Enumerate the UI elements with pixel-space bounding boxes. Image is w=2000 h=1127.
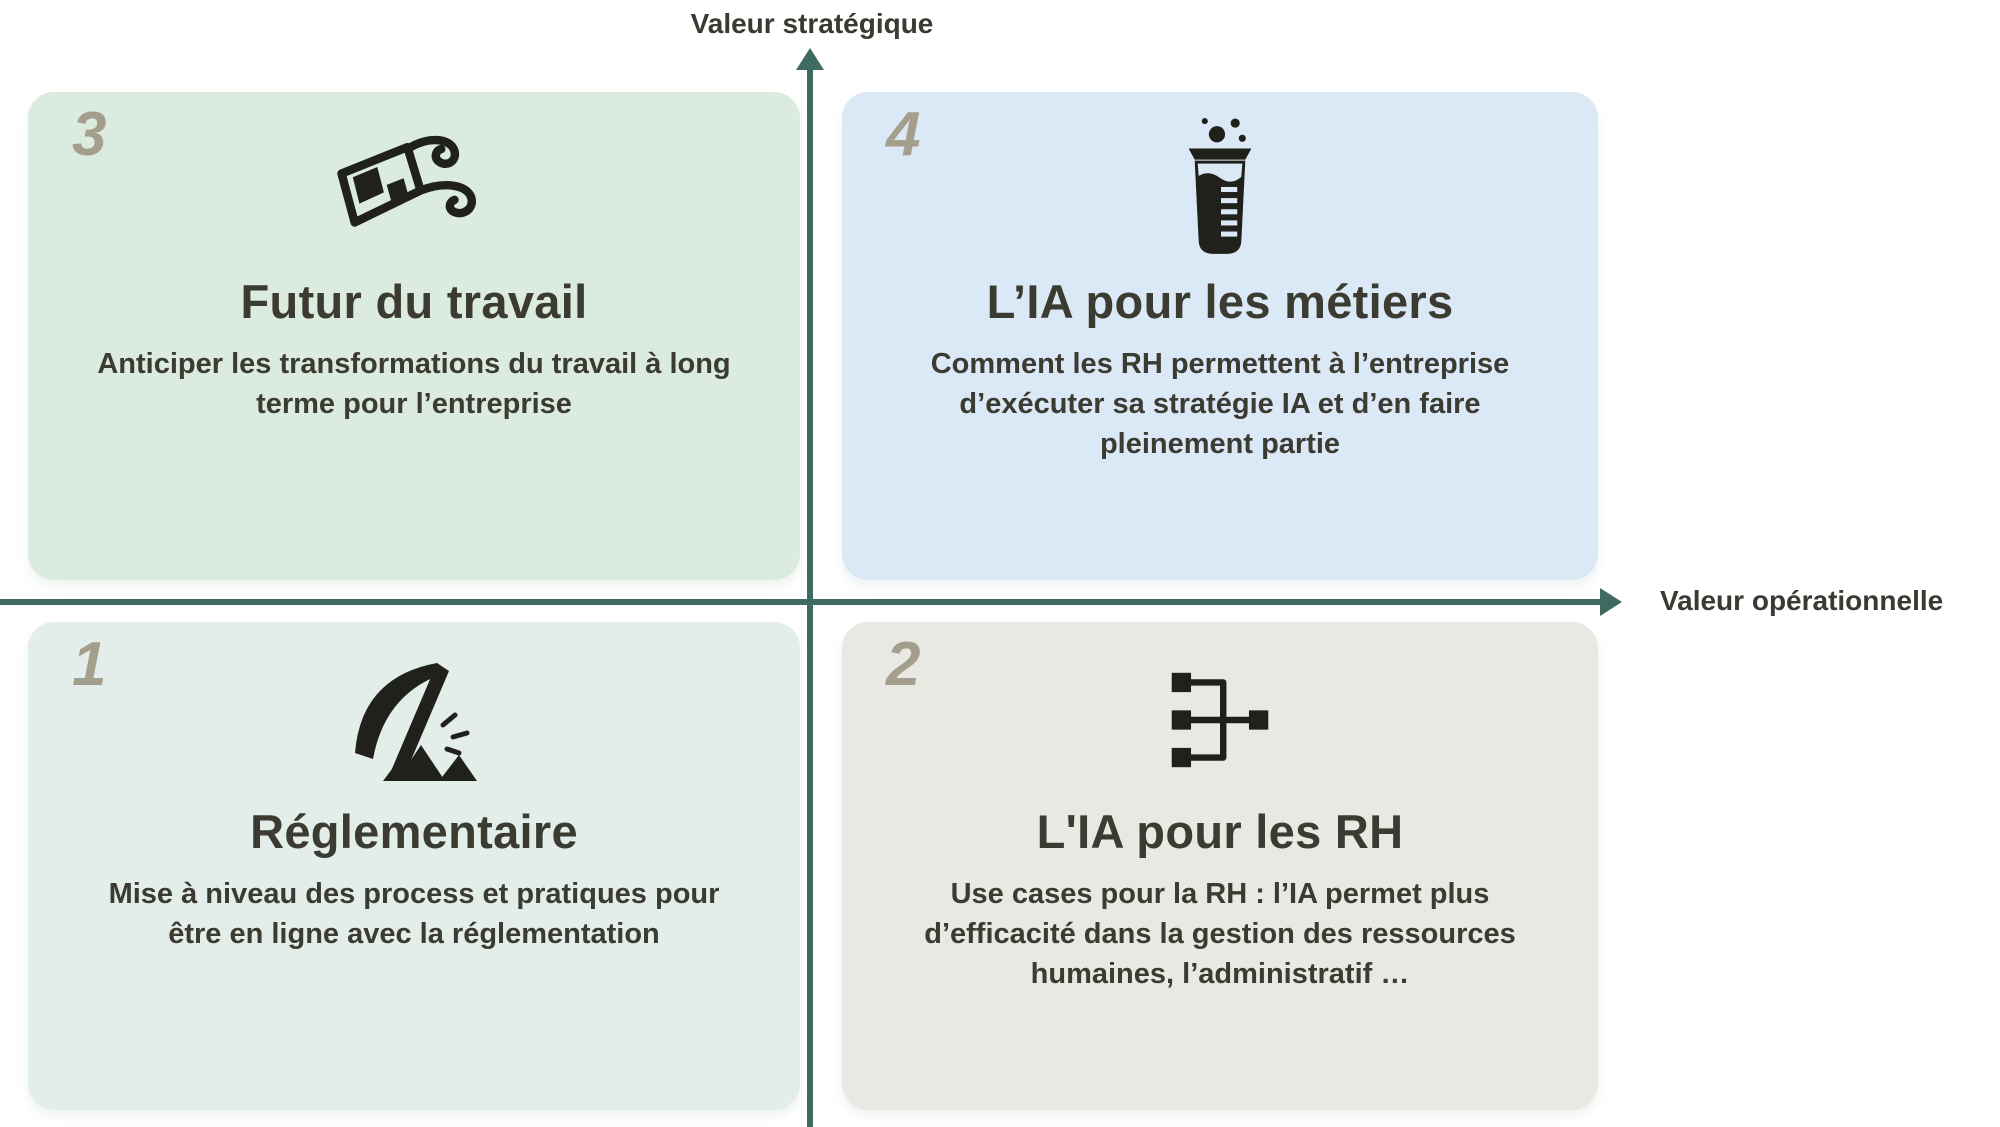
quadrant-ia-pour-les-metiers: 4 L’IA pour les métiers Comment [842,92,1598,580]
quadrant-title: Réglementaire [250,805,578,858]
quadrant-number: 2 [886,630,921,699]
horizontal-axis-arrowhead-icon [1600,588,1622,616]
beaker-icon [1164,114,1276,266]
pickaxe-icon [339,644,489,796]
quadrant-number: 3 [72,100,107,169]
quadrant-description: Anticiper les transformations du travail… [97,347,731,420]
quadrant-title: Futur du travail [240,275,588,328]
hierarchy-icon [1161,644,1279,796]
vertical-axis-label: Valeur stratégique [690,8,934,39]
vertical-axis-line [807,68,813,1127]
quadrant-ia-pour-les-rh: 2 L'IA pour les RH Use cases pour la RH … [842,622,1598,1110]
horizontal-axis-label: Valeur opérationnelle [1660,585,1944,616]
quadrant-description: Use cases pour la RH : l’IA permet plus … [924,877,1516,990]
quadrant-reglementaire: 1 Réglementaire Mise à niveau des proces… [28,622,800,1110]
quadrant-description: Mise à niveau des process et pratiques p… [108,877,720,950]
vertical-axis-arrowhead-icon [796,48,824,70]
quadrant-title: L'IA pour les RH [1036,805,1404,858]
quadrant-number: 4 [886,100,921,169]
horizontal-axis-line [0,599,1600,605]
quadrant-description: Comment les RH permettent à l’entreprise… [930,347,1510,460]
quadrant-futur-du-travail: 3 Futur du travail Anticiper les transfo… [28,92,800,580]
quadrant-title: L’IA pour les métiers [986,275,1454,328]
quadrant-number: 1 [72,630,107,699]
3d-glasses-icon [334,114,494,266]
